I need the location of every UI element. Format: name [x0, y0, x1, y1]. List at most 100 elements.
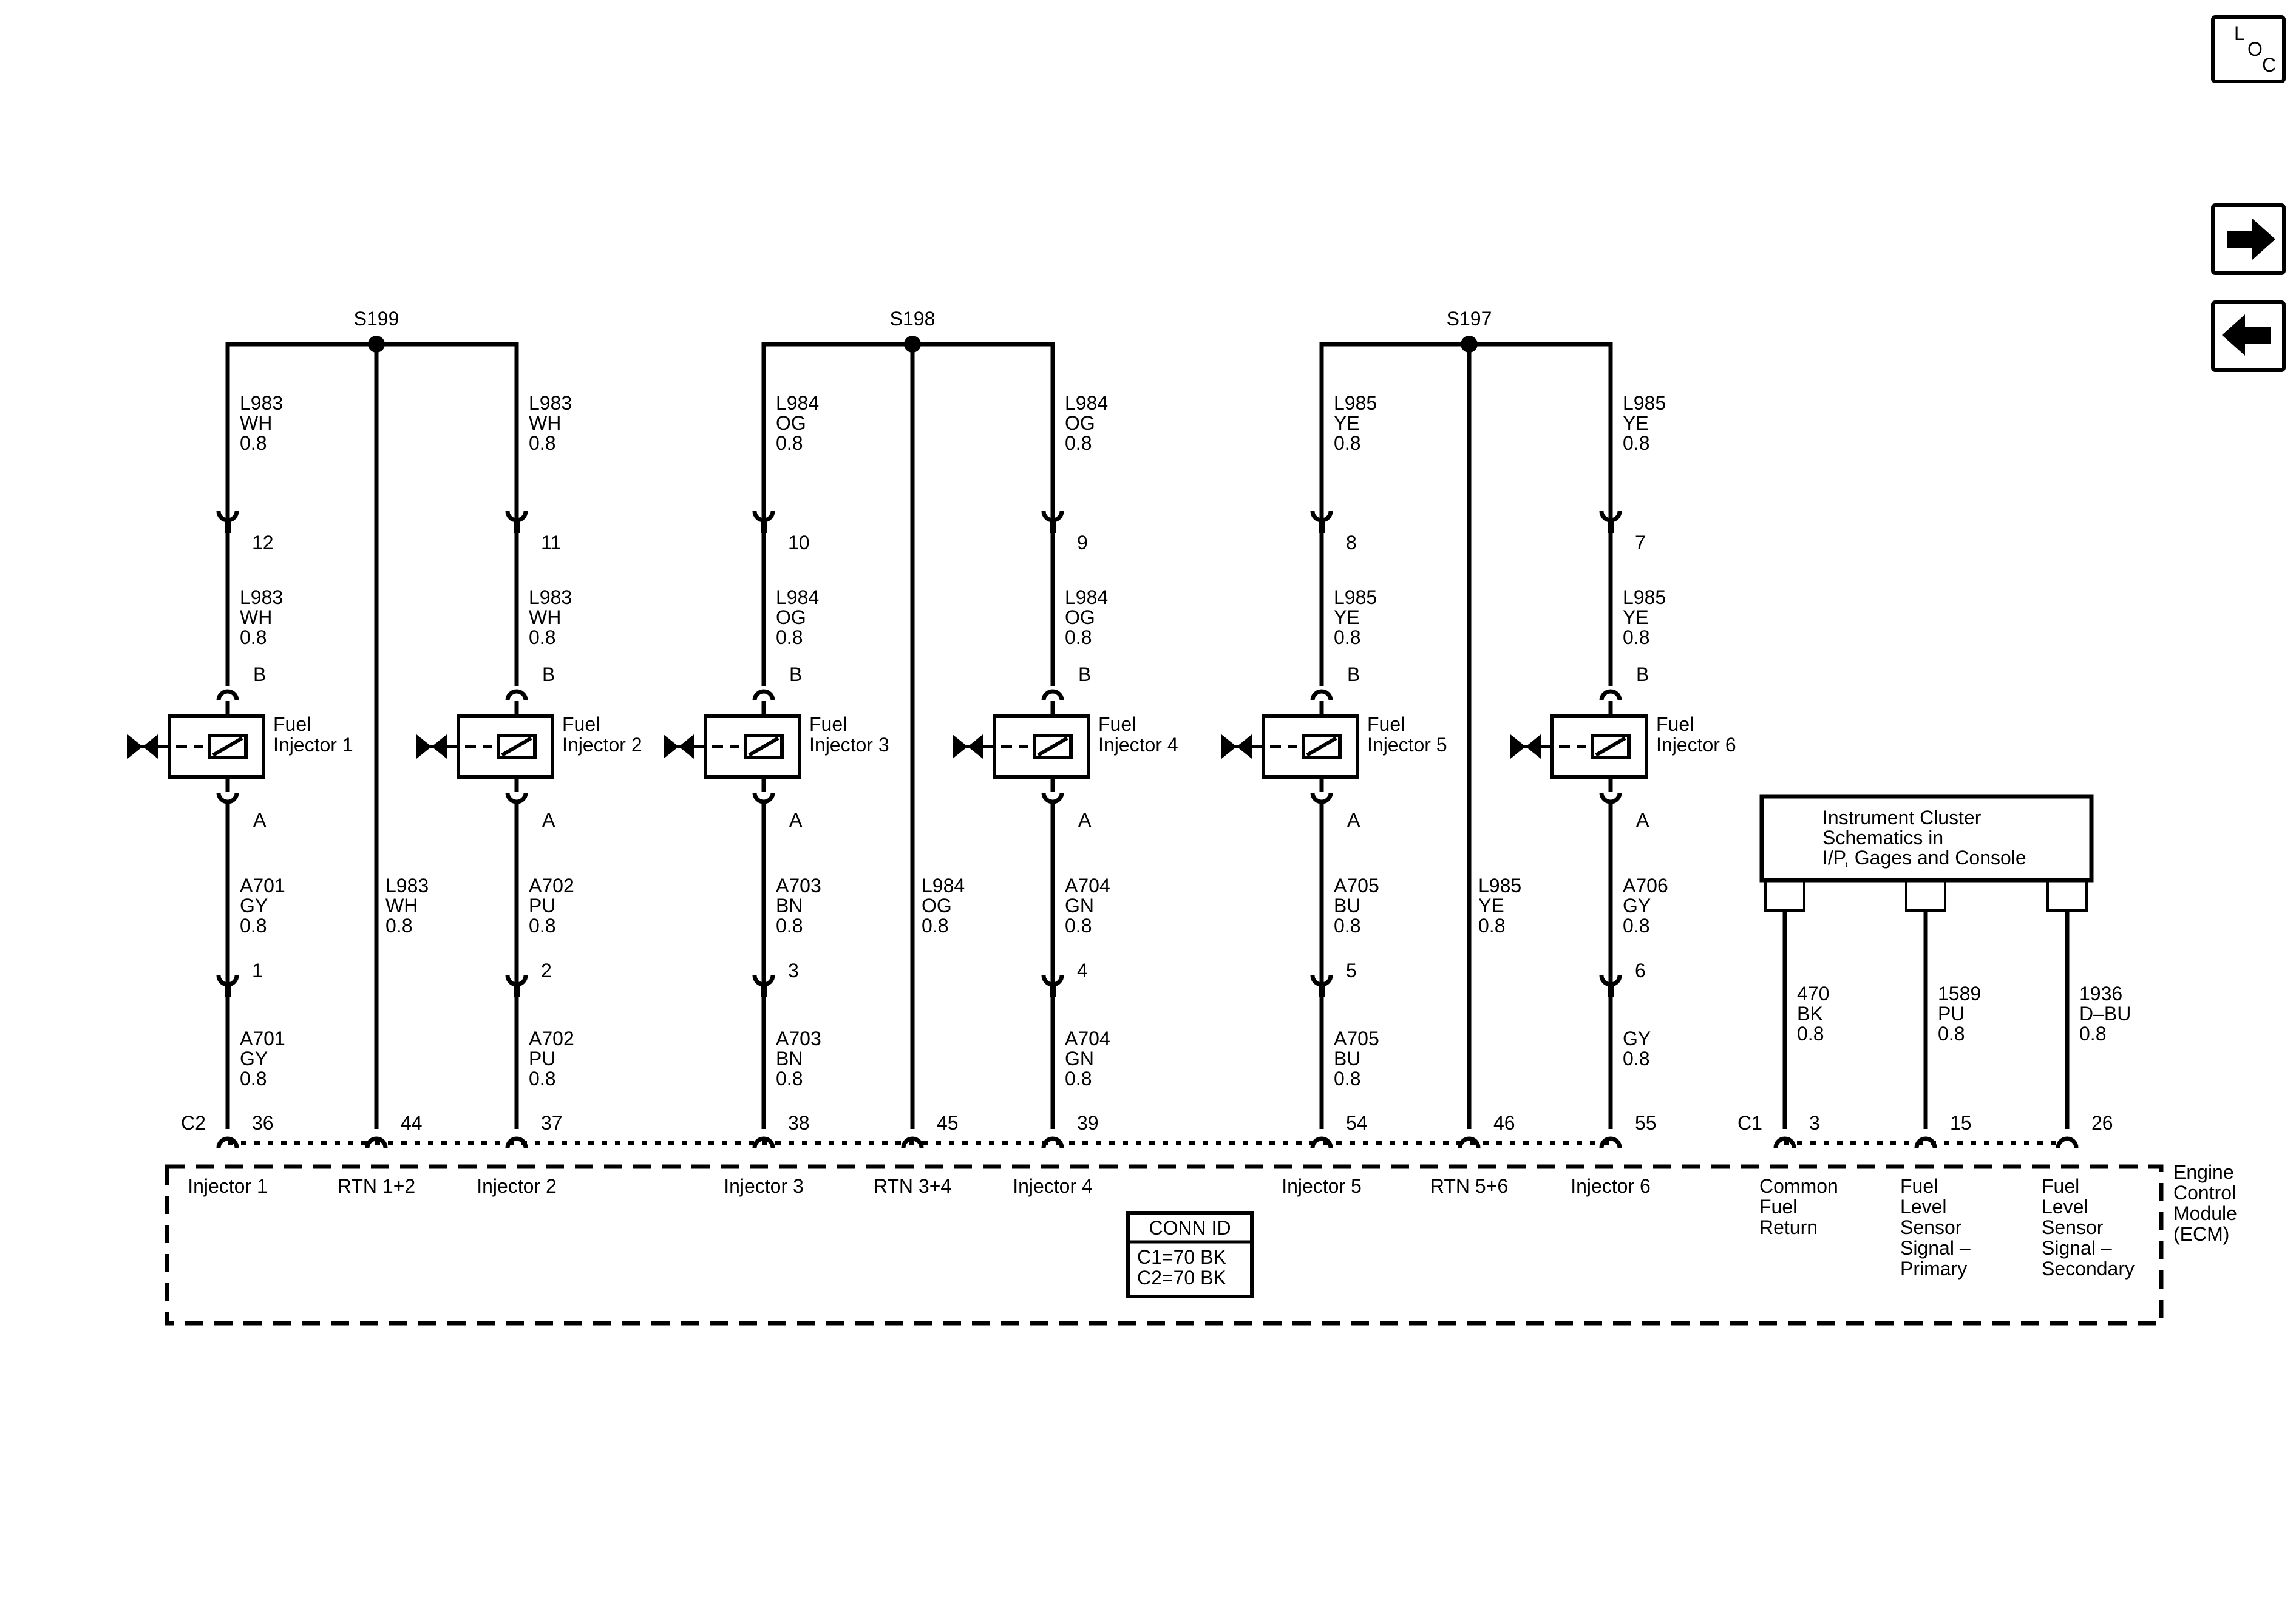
loc-button[interactable]: L O C: [2211, 15, 2286, 83]
instrument-cluster-subtitle: Schematics in: [1822, 827, 1943, 849]
cluster-wire-2-label-gauge: 0.8: [1938, 1023, 1965, 1045]
ecm-label-injector-6: Injector 6: [1571, 1175, 1651, 1197]
injector-5-valve-icon: [1221, 734, 1252, 759]
cluster-wire-3-connector-bracket: [2046, 880, 2088, 912]
injector-1-supply-label-circuit: L983: [240, 392, 283, 414]
cluster-wire-3-ecm-function-line4: Signal –: [2042, 1237, 2112, 1259]
cluster-wire-3-ecm-pin: [2056, 1136, 2079, 1148]
injector-5-terminal-b: [1310, 689, 1333, 701]
injector-3-supply-label-lower-circuit: L984: [776, 586, 819, 608]
injector-3-valve-icon: [664, 734, 694, 759]
injector-6-signal-label-lower-color: GY: [1623, 1028, 1651, 1049]
return-pin-number-S197: 46: [1493, 1112, 1515, 1134]
injector-1-signal-label-upper-gauge: 0.8: [240, 915, 267, 937]
injector-3-inline-pin: 10: [788, 532, 810, 554]
return-wire-label-S197-circuit: L985: [1478, 875, 1521, 897]
injector-3-signal-label-lower-gauge: 0.8: [776, 1068, 803, 1090]
injector-5-signal-label-lower-gauge: 0.8: [1334, 1068, 1360, 1090]
injector-5-supply-label-lower-gauge: 0.8: [1334, 626, 1360, 648]
injector-6-inline-connector-male: [1608, 518, 1614, 533]
injector-2-supply-label-color: WH: [529, 412, 561, 434]
injector-5-solenoid-slash: [1306, 736, 1337, 757]
injector-4-signal-label-upper-circuit: A704: [1065, 875, 1110, 897]
return-wire-label-S197-gauge: 0.8: [1478, 915, 1505, 937]
injector-5-supply-label-lower-color: YE: [1334, 606, 1360, 628]
injector-4-signal-label-lower-circuit: A704: [1065, 1028, 1110, 1049]
cluster-wire-3-ecm-function-line1: Fuel: [2042, 1175, 2079, 1197]
injector-2-supply-label-lower-gauge: 0.8: [529, 626, 555, 648]
cluster-wire-2-ecm-function-line3: Sensor: [1900, 1216, 1962, 1238]
injector-1-supply-label-lower-circuit: L983: [240, 586, 283, 608]
injector-2-signal-label-upper-color: PU: [529, 895, 555, 917]
cluster-wire-3-ecm-function-line3: Sensor: [2042, 1216, 2104, 1238]
cluster-wire-1-label-color: BK: [1797, 1003, 1823, 1025]
left-arrow-icon: [2222, 314, 2271, 356]
loc-letter-c: C: [2262, 54, 2276, 76]
cluster-wire-3-label-color: D–BU: [2079, 1003, 2131, 1025]
right-arrow-icon: [2227, 219, 2275, 260]
ecm-label-injector-2: Injector 2: [477, 1175, 557, 1197]
injector-3-signal-label-upper-gauge: 0.8: [776, 915, 803, 937]
injector-2-signal-label-lower-circuit: A702: [529, 1028, 574, 1049]
injector-5-supply-label-gauge: 0.8: [1334, 432, 1360, 454]
injector-6-supply-label-lower-gauge: 0.8: [1623, 626, 1649, 648]
injector-5-signal-inline-connector-male: [1319, 983, 1325, 997]
injector-3-supply-label-gauge: 0.8: [776, 432, 803, 454]
injector-1-valve-icon: [127, 734, 158, 759]
cluster-wire-1-ecm-function-line1: Common: [1759, 1175, 1838, 1197]
injector-6-supply-label-lower-circuit: L985: [1623, 586, 1666, 608]
injector-6-signal-label-upper-color: GY: [1623, 895, 1651, 917]
cluster-wire-2-ecm-function-line1: Fuel: [1900, 1175, 1938, 1197]
injector-6-signal-label-lower-gauge: 0.8: [1623, 1048, 1649, 1070]
injector-1-signal-label-upper-circuit: A701: [240, 875, 285, 897]
injector-1-ecm-pin: [216, 1136, 239, 1148]
injector-4-name-line2: Injector 4: [1098, 734, 1178, 756]
injector-2-ecm-pin-number: 37: [541, 1112, 563, 1134]
conn-id-c2: C2=70 BK: [1137, 1267, 1226, 1289]
injector-5-supply-label-lower-circuit: L985: [1334, 586, 1377, 608]
injector-4-signal-inline-connector-male: [1050, 983, 1056, 997]
injector-6-signal-label-upper-gauge: 0.8: [1623, 915, 1649, 937]
ecm-label-rtn56: RTN 5+6: [1430, 1175, 1508, 1197]
injector-2-terminal-a-label: A: [542, 809, 555, 831]
conn-id-title: CONN ID: [1149, 1217, 1231, 1239]
splice-label-S199: S199: [354, 308, 399, 330]
previous-page-button[interactable]: [2211, 300, 2286, 372]
injector-1-solenoid-slash: [212, 736, 243, 757]
injector-6-valve-icon: [1510, 734, 1541, 759]
injector-6-signal-inline-connector-male: [1608, 983, 1614, 997]
instrument-cluster-box[interactable]: Instrument Cluster Schematics in I/P, Ga…: [1759, 794, 2094, 883]
injector-1-inline-connector-male: [225, 518, 231, 533]
injector-2-inline-connector-male: [514, 518, 520, 533]
loc-letter-l: L: [2234, 22, 2245, 44]
ecm-label-line4: (ECM): [2173, 1223, 2229, 1245]
injector-3-terminal-b-label: B: [789, 663, 802, 685]
cluster-wire-2-label-circuit: 1589: [1938, 983, 1981, 1005]
injector-2-signal-label-lower-gauge: 0.8: [529, 1068, 555, 1090]
injector-3-ecm-pin: [752, 1136, 775, 1148]
injector-6-signal-inline-pin: 6: [1635, 960, 1646, 981]
ecm-label-rtn12: RTN 1+2: [338, 1175, 415, 1197]
injector-1-signal-label-lower-color: GY: [240, 1048, 268, 1070]
injector-2-signal-label-upper-circuit: A702: [529, 875, 574, 897]
injector-2-name-line2: Injector 2: [562, 734, 642, 756]
injector-5-inline-pin: 8: [1346, 532, 1357, 554]
ecm-label-injector-1: Injector 1: [188, 1175, 268, 1197]
injector-6-supply-label-circuit: L985: [1623, 392, 1666, 414]
injector-6-terminal-a: [1599, 792, 1622, 804]
injector-3-name-line2: Injector 3: [809, 734, 889, 756]
injector-2-signal-label-upper-gauge: 0.8: [529, 915, 555, 937]
injector-2-supply-label-lower-color: WH: [529, 606, 561, 628]
injector-6-solenoid-slash: [1595, 736, 1626, 757]
injector-2-terminal-a: [505, 792, 528, 804]
injector-6-terminal-a-label: A: [1636, 809, 1649, 831]
injector-5-name-line2: Injector 5: [1367, 734, 1447, 756]
next-page-button[interactable]: [2211, 203, 2286, 275]
injector-4-terminal-b-label: B: [1078, 663, 1091, 685]
injector-1-supply-label-gauge: 0.8: [240, 432, 267, 454]
injector-4-supply-label-circuit: L984: [1065, 392, 1108, 414]
injector-5-inline-connector-male: [1319, 518, 1325, 533]
injector-5-terminal-a: [1310, 792, 1333, 804]
